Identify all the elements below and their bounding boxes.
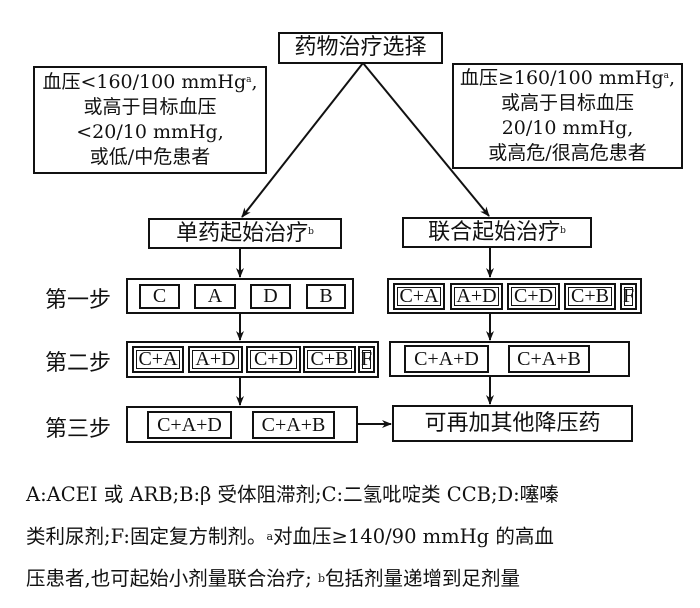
footnote-line-1: A:ACEI 或 ARB;B:β 受体阻滞剂;C:二氢吡啶类 CCB;D:噻嗪 — [26, 483, 559, 506]
drug-combination-option: C+A+B — [508, 345, 590, 373]
drug-combination-option: C+A+D — [404, 345, 489, 373]
drug-combination-option: C+B — [303, 346, 356, 373]
left-condition-box: 血压<160/100 mmHga, 或高于目标血压 <20/10 mmHg, 或… — [33, 66, 267, 174]
combination-initial-therapy-label: 联合起始治疗 — [428, 219, 561, 245]
drug-combination-option: F — [620, 283, 637, 310]
drug-option: A — [194, 284, 236, 309]
right-condition-line-1: 血压≥160/100 mmHga, — [459, 67, 676, 89]
left-condition-line-1: 血压<160/100 mmHga, — [42, 71, 258, 93]
drug-combination-option: A+D — [450, 283, 503, 310]
drug-combination-option: A+D — [188, 346, 243, 373]
right-condition-line-2: 或高于目标血压 — [500, 92, 634, 114]
add-other-antihypertensive-label: 可再加其他降压药 — [424, 410, 601, 436]
drug-combination-option: F — [358, 346, 375, 373]
drug-combination-option: C+A+D — [147, 411, 232, 439]
add-other-antihypertensive-box: 可再加其他降压药 — [392, 405, 633, 442]
arrow-to-combination-therapy — [362, 62, 490, 217]
arrow-to-single-therapy — [241, 62, 364, 218]
drug-option: D — [250, 284, 291, 309]
drug-combination-option: C+A — [132, 346, 184, 373]
drug-therapy-selection-box: 药物治疗选择 — [278, 32, 443, 64]
drug-combination-option: C+D — [507, 283, 560, 310]
single-drug-initial-therapy-label: 单药起始治疗 — [176, 220, 309, 246]
footnote-line-2: 类利尿剂;F:固定复方制剂。a对血压≥140/90 mmHg 的高血 — [26, 525, 554, 548]
left-condition-line-2: 或高于目标血压 — [83, 96, 217, 118]
drug-combination-option: C+B — [564, 283, 616, 310]
left-condition-line-3: <20/10 mmHg, — [76, 121, 224, 143]
footnote-line-3: 压患者,也可起始小剂量联合治疗; b包括剂量递增到足剂量 — [26, 567, 521, 590]
right-condition-line-4: 或高危/很高危患者 — [488, 142, 647, 164]
drug-combination-option: C+D — [246, 346, 301, 373]
step-1-label: 第一步 — [45, 288, 112, 313]
drug-combination-option: C+A — [393, 283, 445, 310]
left-condition-line-4: 或低/中危患者 — [89, 146, 211, 168]
step-3-label: 第三步 — [45, 417, 112, 442]
right-condition-box: 血压≥160/100 mmHga, 或高于目标血压 20/10 mmHg, 或高… — [452, 63, 683, 169]
drug-therapy-selection-title: 药物治疗选择 — [294, 35, 427, 60]
step-2-label: 第二步 — [45, 351, 112, 376]
right-condition-line-3: 20/10 mmHg, — [501, 117, 634, 139]
drug-option: C — [139, 284, 180, 309]
drug-combination-option: C+A+B — [252, 411, 335, 439]
drug-option: B — [306, 284, 346, 309]
